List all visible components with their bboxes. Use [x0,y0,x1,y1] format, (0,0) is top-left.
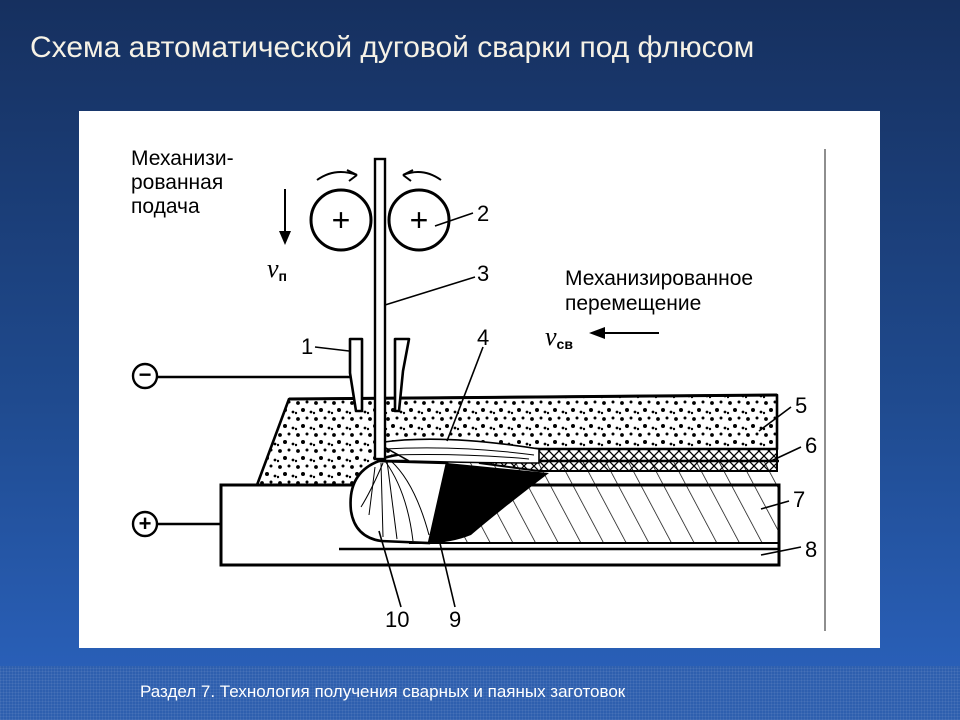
caption-feed-line2: рованная [131,171,223,194]
travel-direction-arrow [589,327,659,339]
roller-left-sign: + [332,202,351,238]
velocity-travel-symbol: v [545,322,557,351]
velocity-feed-label: vп [267,254,287,284]
caption-feed-line1: Механизи- [131,147,234,170]
welding-diagram: Механизи- рованная подача Механизированн… [131,147,826,632]
caption-travel-line1: Механизированное [565,267,753,290]
label-10: 10 [385,607,409,632]
velocity-feed-subscript: п [279,268,287,284]
velocity-feed-symbol: v [267,254,279,283]
feed-direction-arrow [279,189,291,245]
diagram-panel: Механизи- рованная подача Механизированн… [79,111,880,648]
feed-roller-right [387,188,451,252]
arc-cavity [349,459,449,545]
label-6: 6 [805,433,817,458]
label-4: 4 [477,325,489,350]
label-3: 3 [477,261,489,286]
terminal-plus-sign: + [139,511,152,536]
roller-right-sign: + [410,202,429,238]
label-5: 5 [795,393,807,418]
label-2: 2 [477,201,489,226]
label-1: 1 [301,334,313,359]
positive-lead [131,510,221,538]
negative-lead [131,362,350,390]
contact-tip [348,337,411,413]
slide-title: Схема автоматической дуговой сварки под … [30,31,755,64]
caption-travel-line2: перемещение [565,292,701,315]
weld-pool [429,463,549,543]
label-8: 8 [805,537,817,562]
feed-rollers [309,169,451,252]
footer-bar [0,666,960,720]
velocity-travel-subscript: св [557,336,574,352]
leader-lines [314,212,802,608]
label-7: 7 [793,487,805,512]
terminal-minus-sign: − [139,362,152,387]
feed-roller-left [309,188,373,252]
electrode-wire [373,157,387,461]
caption-feed-line3: подача [131,195,200,218]
footer-text: Раздел 7. Технология получения сварных и… [140,682,626,701]
velocity-travel-label: vсв [545,322,573,352]
label-9: 9 [449,607,461,632]
